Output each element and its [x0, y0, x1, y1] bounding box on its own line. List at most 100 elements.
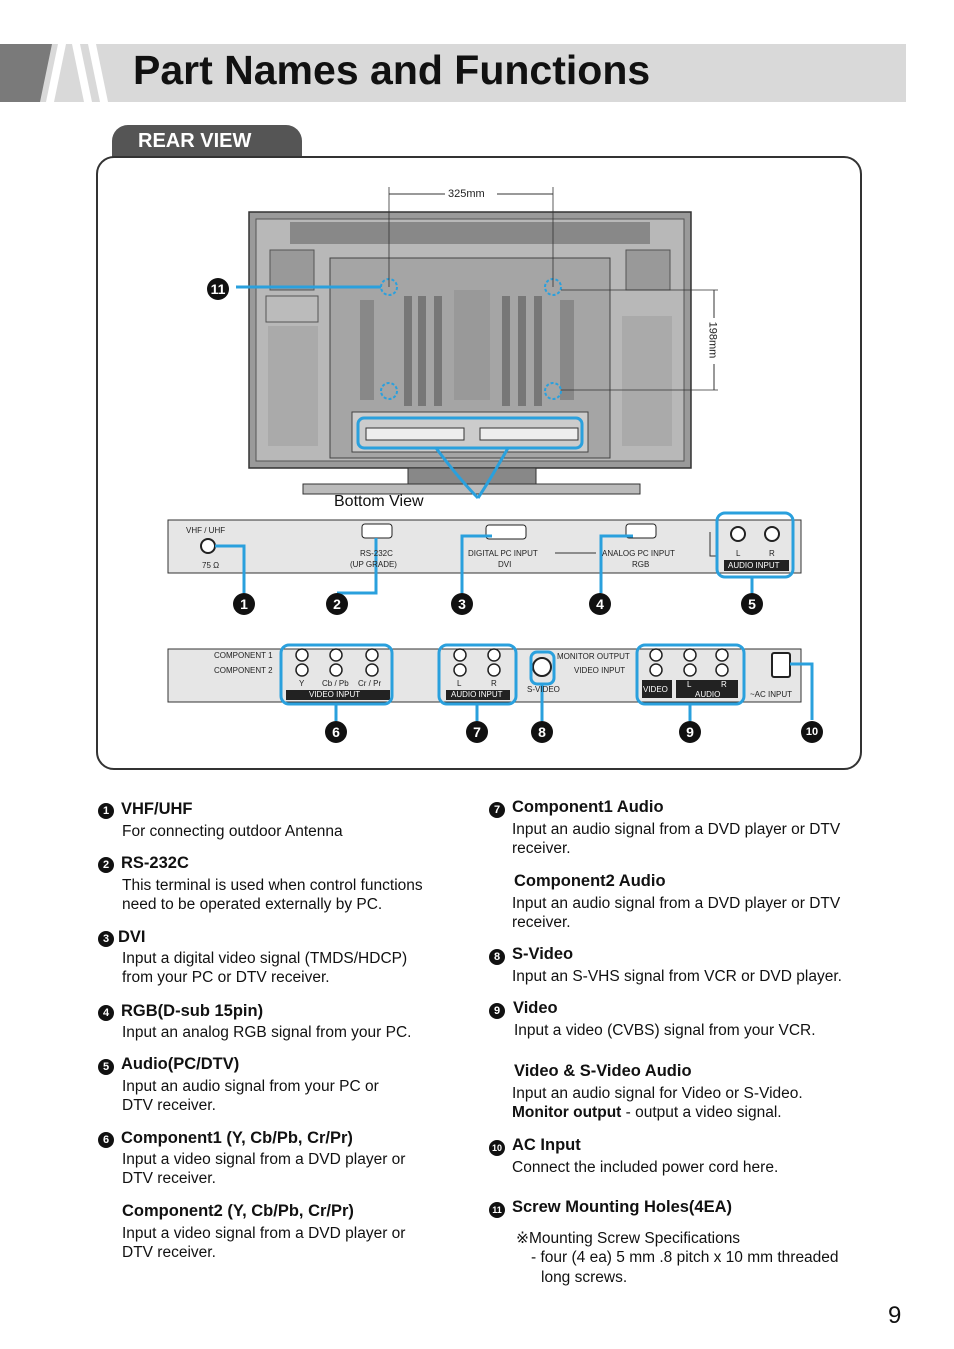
item-text-dvi-2: from your PC or DTV receiver.	[122, 969, 330, 986]
item-text-audio-pc-dtv-1: Input an audio signal from your PC or	[122, 1078, 379, 1095]
video-audio-r-label: R	[721, 680, 727, 689]
bottom-view-label: Bottom View	[334, 493, 424, 510]
ac-input-port-label: ~AC INPUT	[750, 690, 793, 699]
item-title-vhf-uhf: VHF/UHF	[121, 800, 193, 818]
item-text-component2-1: Input a video signal from a DVD player o…	[122, 1225, 406, 1242]
component1-label: COMPONENT 1	[214, 651, 273, 660]
video-input2-label: VIDEO INPUT	[574, 666, 626, 675]
item-number-10: 10	[489, 1140, 505, 1156]
item-text-component2-audio-2: receiver.	[512, 914, 571, 931]
analog-pc-input-label: ANALOG PC INPUT	[602, 549, 675, 558]
item-number-8: 8	[489, 949, 505, 965]
item-text-component1-audio-2: receiver.	[512, 840, 571, 857]
diagram-frame	[96, 156, 862, 770]
rgb-port-label: RGB	[632, 560, 650, 569]
item-text-screw-spec-3: long screws.	[541, 1269, 628, 1286]
item-number-3: 3	[98, 931, 114, 947]
audio-r-label: R	[769, 549, 775, 558]
callout-11: 11	[207, 278, 229, 300]
item-title-component2: Component2 (Y, Cb/Pb, Cr/Pr)	[122, 1202, 354, 1220]
dvi-port-label: DVI	[498, 560, 512, 569]
item-text-monitor-output: Monitor output - output a video signal.	[512, 1103, 782, 1122]
item-text-screw-spec-2: - four (4 ea) 5 mm .8 pitch x 10 mm thre…	[531, 1249, 839, 1266]
callout-10: 10	[801, 721, 823, 743]
dimension-width-label: 325mm	[448, 188, 485, 200]
comp-audio-l-label: L	[457, 679, 462, 688]
y-label: Y	[299, 679, 305, 688]
item-title-component1-audio: Component1 Audio	[512, 798, 664, 816]
monitor-output-term: Monitor output	[512, 1104, 622, 1121]
svideo-port-label: S-VIDEO	[527, 685, 560, 694]
page-number: 9	[888, 1302, 902, 1329]
callout-8: 8	[531, 721, 553, 743]
item-text-component2-audio-1: Input an audio signal from a DVD player …	[512, 895, 841, 912]
item-text-s-video: Input an S-VHS signal from VCR or DVD pl…	[512, 968, 842, 985]
monitor-output-desc: - output a video signal.	[621, 1104, 782, 1121]
item-title-video: Video	[513, 999, 558, 1017]
item-title-video-svideo-audio: Video & S-Video Audio	[514, 1062, 692, 1080]
callout-1: 1	[233, 593, 255, 615]
item-text-rgb: Input an analog RGB signal from your PC.	[122, 1024, 412, 1041]
item-number-6: 6	[98, 1132, 114, 1148]
dimension-height-label: 198mm	[706, 321, 719, 359]
item-text-video-svideo-audio: Input an audio signal for Video or S-Vid…	[512, 1085, 803, 1102]
item-number-7: 7	[489, 802, 505, 818]
component2-label: COMPONENT 2	[214, 666, 273, 675]
item-text-dvi-1: Input a digital video signal (TMDS/HDCP)	[122, 950, 408, 967]
item-title-s-video: S-Video	[512, 945, 574, 963]
item-title-rs232c: RS-232C	[121, 854, 189, 872]
video-port-label: VIDEO	[643, 685, 668, 694]
item-text-video: Input a video (CVBS) signal from your VC…	[514, 1022, 816, 1039]
video-audio-l-label: L	[687, 680, 692, 689]
item-title-component2-audio: Component2 Audio	[514, 872, 666, 890]
video-input-label: VIDEO INPUT	[309, 690, 361, 699]
item-number-1: 1	[98, 803, 114, 819]
audio-l-label: L	[736, 549, 741, 558]
item-text-component1-2: DTV receiver.	[122, 1170, 216, 1187]
callout-9: 9	[679, 721, 701, 743]
callout-2: 2	[326, 593, 348, 615]
comp-audio-input-label: AUDIO INPUT	[451, 690, 503, 699]
item-text-vhf-uhf: For connecting outdoor Antenna	[122, 823, 343, 840]
audio-input-label: AUDIO INPUT	[728, 561, 780, 570]
item-text-screw-spec-1: ※Mounting Screw Specifications	[516, 1230, 741, 1247]
header-stripes	[0, 44, 108, 102]
digital-pc-input-label: DIGITAL PC INPUT	[468, 549, 538, 558]
item-number-5: 5	[98, 1059, 114, 1075]
item-number-11: 11	[489, 1202, 505, 1218]
cb-pb-label: Cb / Pb	[322, 679, 349, 688]
item-title-rgb: RGB(D-sub 15pin)	[121, 1002, 264, 1020]
vhf-uhf-port-label: VHF / UHF	[186, 526, 226, 535]
item-text-rs232c-1: This terminal is used when control funct…	[122, 877, 423, 894]
item-title-audio-pc-dtv: Audio(PC/DTV)	[121, 1055, 240, 1073]
item-number-2: 2	[98, 857, 114, 873]
callout-7: 7	[466, 721, 488, 743]
item-title-screw-holes: Screw Mounting Holes(4EA)	[512, 1198, 733, 1216]
video-audio-label: AUDIO	[695, 690, 721, 699]
item-text-component2-2: DTV receiver.	[122, 1244, 216, 1261]
ohm-label: 75 Ω	[202, 561, 220, 570]
item-text-audio-pc-dtv-2: DTV receiver.	[122, 1097, 216, 1114]
item-title-ac-input: AC Input	[512, 1136, 581, 1154]
comp-audio-r-label: R	[491, 679, 497, 688]
callout-4: 4	[589, 593, 611, 615]
callout-3: 3	[451, 593, 473, 615]
item-text-ac-input: Connect the included power cord here.	[512, 1159, 779, 1176]
item-text-component1-1: Input a video signal from a DVD player o…	[122, 1151, 406, 1168]
callout-5: 5	[741, 593, 763, 615]
page-title: Part Names and Functions	[133, 47, 651, 93]
rs232c-port-label: RS-232C	[360, 549, 393, 558]
monitor-output-label: MONITOR OUTPUT	[557, 652, 630, 661]
item-text-component1-audio-1: Input an audio signal from a DVD player …	[512, 821, 841, 838]
item-title-dvi: DVI	[118, 928, 146, 946]
item-number-9: 9	[489, 1003, 505, 1019]
section-tab-rear-view: REAR VIEW	[112, 125, 302, 157]
upgrade-label: (UP GRADE)	[350, 560, 397, 569]
cr-pr-label: Cr / Pr	[358, 679, 382, 688]
item-title-component1: Component1 (Y, Cb/Pb, Cr/Pr)	[121, 1129, 353, 1147]
header-bar	[0, 44, 906, 102]
callout-6: 6	[325, 721, 347, 743]
item-text-rs232c-2: need to be operated externally by PC.	[122, 896, 383, 913]
rear-view-diagram	[167, 187, 814, 721]
item-number-4: 4	[98, 1005, 114, 1021]
